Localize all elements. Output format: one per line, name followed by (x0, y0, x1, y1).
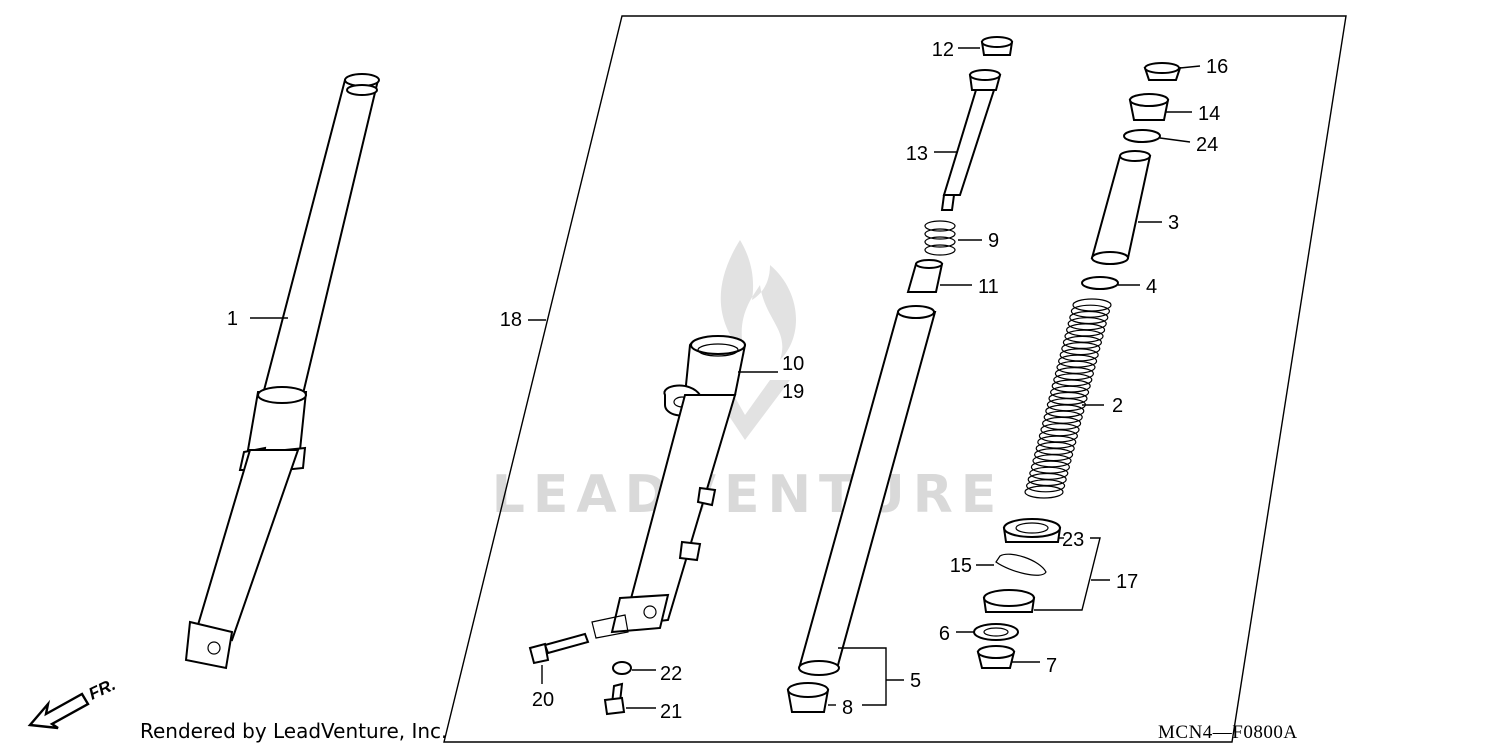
callout-2: 2 (1112, 395, 1123, 417)
spring-coil (1025, 479, 1066, 493)
oil-seal-part-23 (1002, 518, 1062, 543)
damper-rod-part-13 (940, 69, 1002, 211)
spacer-part-3 (1090, 150, 1152, 265)
callout-8: 8 (842, 697, 853, 719)
fork-spring-part-2 (1024, 298, 1112, 499)
assembly-outline (443, 15, 1347, 743)
bolt-part-21 (603, 682, 626, 716)
callout-10: 10 (782, 353, 804, 375)
front-direction-indicator: FR. (27, 675, 119, 730)
spring-coil (1024, 485, 1064, 499)
washer-part-22 (612, 661, 632, 675)
callout-21: 21 (660, 701, 682, 723)
slider-bush-part-7 (976, 645, 1016, 669)
bush-part-8 (786, 682, 830, 713)
callout-11: 11 (978, 276, 999, 298)
outer-tube-part (591, 335, 747, 639)
spring-seat-part-4 (1081, 276, 1119, 290)
washer-part-6 (973, 623, 1019, 641)
callout-19: 19 (782, 381, 804, 403)
callout-24: 24 (1196, 134, 1218, 156)
callout-14: 14 (1198, 103, 1220, 125)
callout-22: 22 (660, 663, 682, 685)
diagram-code: MCN4—F0800A (1158, 722, 1298, 743)
callout-16: 16 (1206, 56, 1228, 78)
callout-5: 5 (910, 670, 921, 692)
front-label: FR. (86, 675, 119, 704)
callout-18: 18 (500, 309, 522, 331)
piston-ring-part-12 (980, 36, 1014, 56)
fork-assembly-part (184, 73, 380, 670)
watermark-text: LEADVENTURE (492, 465, 1005, 525)
callout-6: 6 (939, 623, 950, 645)
callout-20: 20 (532, 689, 554, 711)
back-up-ring (982, 589, 1036, 613)
credit-text: Rendered by LeadVenture, Inc. (140, 719, 447, 743)
callout-3: 3 (1168, 212, 1179, 234)
bolt-part-20 (528, 632, 590, 665)
callout-7: 7 (1046, 655, 1057, 677)
callout-17: 17 (1116, 571, 1138, 593)
callout-12: 12 (932, 39, 954, 61)
oil-lock-piece-part-11 (906, 259, 944, 293)
watermark: LEADVENTURE (492, 240, 1005, 525)
fork-tube-part-5 (798, 305, 937, 676)
stopper-ring-part-15 (995, 553, 1047, 576)
callout-15: 15 (950, 555, 972, 577)
o-ring-part-24 (1123, 129, 1161, 143)
callout-9: 9 (988, 230, 999, 252)
fork-bolt-part-14 (1128, 93, 1170, 121)
rebound-spring-part-9 (924, 220, 956, 256)
callout-13: 13 (906, 143, 928, 165)
callout-1: 1 (227, 308, 238, 330)
cap-part-16 (1143, 62, 1182, 81)
callout-4: 4 (1146, 276, 1157, 298)
callout-23: 23 (1062, 529, 1084, 551)
front-arrow-icon (27, 692, 90, 730)
